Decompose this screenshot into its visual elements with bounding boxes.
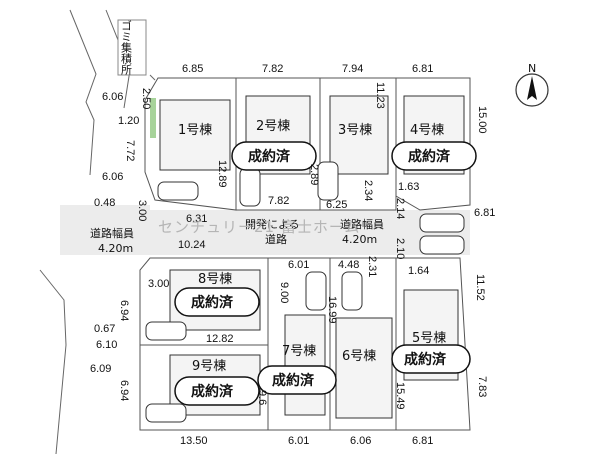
dim-label: 2.89 xyxy=(308,164,320,185)
road-west xyxy=(60,205,150,255)
dim-label: 15.00 xyxy=(476,106,488,134)
car-icon xyxy=(317,161,339,201)
car-icon xyxy=(157,181,199,201)
dim-label: 2.10 xyxy=(394,238,406,259)
sold-text-lot-5: 成約済 xyxy=(404,351,447,368)
dim-label: 0.67 xyxy=(94,323,115,335)
lot-2-label: 2号棟 xyxy=(256,119,290,134)
garbage-label: ゴミ集積所 xyxy=(120,19,133,76)
dim-label: 6.31 xyxy=(186,213,207,225)
dim-label: 6.81 xyxy=(412,435,433,447)
sold-badge-lot-5 xyxy=(391,344,471,374)
dim-label: 7.82 xyxy=(268,195,289,207)
car-icon xyxy=(145,403,187,423)
road-center xyxy=(150,210,470,255)
dim-label: 6.85 xyxy=(182,63,203,75)
car-icons xyxy=(145,161,465,423)
car-icon xyxy=(419,235,465,255)
lot-1-label: 1号棟 xyxy=(178,123,212,138)
dim-label: 7.72 xyxy=(124,140,136,161)
sold-badges: 成約済 成約済 成約済 成約済 成約済 成約済 xyxy=(174,141,477,406)
dim-label: 6.10 xyxy=(96,339,117,351)
garbage-collection-point: ゴミ集積所 xyxy=(117,19,147,76)
dim-label: 6.01 xyxy=(288,435,309,447)
road-labels: 道路幅員 4.20m 開発による 道路 道路幅員 4.20m xyxy=(90,217,384,255)
dim-label: 6.06 xyxy=(102,171,123,183)
dim-label: 7.83 xyxy=(476,376,488,397)
dim-label: 15.49 xyxy=(394,382,406,410)
road-west-label: 道路幅員 xyxy=(90,226,134,240)
dim-label: 1.63 xyxy=(398,181,419,193)
dim-label: 2.50 xyxy=(140,88,152,109)
lot-1: 1号棟 xyxy=(144,77,237,211)
road-east-label: 道路幅員 xyxy=(340,217,384,231)
dim-label: 13.50 xyxy=(180,435,208,447)
lot-8-label: 8号棟 xyxy=(198,272,232,287)
dim-label: 0.48 xyxy=(94,197,115,209)
lot-6: 6号棟 xyxy=(329,257,397,431)
lot-7-label: 7号棟 xyxy=(282,344,316,359)
sold-badge-lot-4 xyxy=(391,141,477,171)
dim-label: 9.6 xyxy=(256,390,268,405)
dim-label: 6.01 xyxy=(288,259,309,271)
dim-label: 2.14 xyxy=(394,198,406,219)
dim-label: 3.00 xyxy=(136,200,148,221)
road-east-width: 4.20m xyxy=(342,233,377,246)
car-icon xyxy=(145,321,187,341)
road-west-width: 4.20m xyxy=(98,242,133,255)
dim-label: 1.20 xyxy=(118,115,139,127)
sold-badge-lot-8 xyxy=(174,287,260,317)
sold-text-lot-7: 成約済 xyxy=(272,372,315,389)
dim-label: 9.00 xyxy=(278,282,290,303)
dim-label: 16.99 xyxy=(326,296,338,324)
compass-label: N xyxy=(528,62,536,75)
dim-label: 10.24 xyxy=(178,239,206,251)
compass: N xyxy=(515,62,549,107)
sold-text-lot-8: 成約済 xyxy=(191,294,234,311)
sold-text-lot-9: 成約済 xyxy=(191,383,234,400)
dim-label: 2.31 xyxy=(366,256,378,277)
sold-text-lot-2: 成約済 xyxy=(248,148,291,165)
dim-label: 6.81 xyxy=(412,63,433,75)
lot-4-label: 4号棟 xyxy=(410,123,444,138)
dim-label: 7.82 xyxy=(262,63,283,75)
lot-6-label: 6号棟 xyxy=(342,349,376,364)
car-icon xyxy=(419,213,465,233)
dim-label: 6.09 xyxy=(90,363,111,375)
dim-label: 6.94 xyxy=(118,380,130,401)
dim-label: 2.34 xyxy=(362,180,374,201)
sold-badge-lot-2 xyxy=(231,141,317,171)
lot-5: 5号棟 xyxy=(395,257,471,431)
dim-label: 7.94 xyxy=(342,63,363,75)
car-icon xyxy=(341,271,363,311)
watermark-text: センチュリー21 富士ホーム xyxy=(158,218,360,236)
dim-label: 6.06 xyxy=(350,435,371,447)
sold-badge-lot-7 xyxy=(257,365,337,395)
lot-5-label: 5号棟 xyxy=(412,331,446,346)
dim-label: 6.06 xyxy=(102,91,123,103)
dim-label: 6.94 xyxy=(118,300,130,321)
road-center-label: 開発による xyxy=(245,217,300,231)
road-center-label2: 道路 xyxy=(265,232,287,246)
lot-9-label: 9号棟 xyxy=(192,359,226,374)
dim-label: 6.25 xyxy=(326,199,347,211)
car-icon xyxy=(305,271,327,311)
car-icon xyxy=(239,167,261,207)
dim-label: 6.81 xyxy=(474,207,495,219)
sold-badge-lot-9 xyxy=(174,376,260,406)
dim-label: 11.23 xyxy=(374,82,386,109)
dim-label: 4.48 xyxy=(338,259,359,271)
dim-label: 11.52 xyxy=(474,274,486,301)
dim-label: 12.89 xyxy=(216,160,228,188)
sold-text-lot-4: 成約済 xyxy=(408,148,451,165)
dim-label: 1.64 xyxy=(408,265,429,277)
dim-label: 12.82 xyxy=(206,333,234,345)
lot-3-label: 3号棟 xyxy=(338,123,372,138)
dim-label: 3.00 xyxy=(148,278,169,290)
dimension-labels: 6.85 7.82 7.94 6.81 6.06 2.50 1.20 7.72 … xyxy=(90,63,495,447)
